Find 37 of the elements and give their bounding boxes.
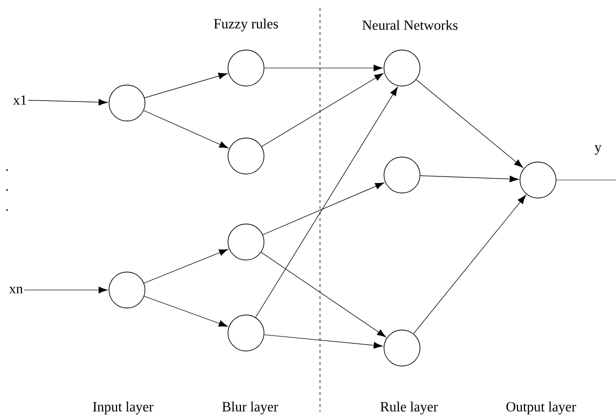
group-heading: Neural Networks — [362, 20, 458, 30]
input-label: x1 — [13, 95, 26, 105]
arrow — [28, 98, 108, 106]
arrow — [261, 73, 384, 147]
neuron-circle — [384, 156, 420, 194]
arrow — [144, 249, 228, 284]
arrow — [144, 296, 228, 327]
arrow — [416, 79, 524, 168]
layer-label: Blur layer — [222, 402, 278, 414]
arrow — [143, 110, 228, 148]
input-label: xn — [9, 286, 23, 294]
layer-label: Rule layer — [380, 402, 438, 414]
layer-label: Output layer — [506, 402, 576, 414]
neuron-circle — [228, 314, 264, 352]
neuron-circle — [520, 162, 556, 198]
arrow — [264, 64, 383, 72]
neuron-circle — [384, 330, 420, 366]
arrow — [144, 72, 228, 98]
neuron-circle — [228, 224, 264, 260]
layer-label: Input layer — [93, 402, 154, 414]
arrow — [255, 86, 398, 318]
arrow — [262, 182, 384, 236]
neuron-circle — [108, 84, 146, 122]
arrow — [413, 194, 526, 334]
neuron-circle — [108, 272, 146, 308]
group-heading: Fuzzy rules — [214, 18, 278, 32]
arrow — [264, 334, 383, 349]
neuron-circle — [228, 138, 264, 174]
output-label: y — [594, 145, 602, 155]
neuron-circle — [384, 50, 420, 86]
ellipsis-dot: . — [6, 189, 8, 191]
arrow — [260, 252, 386, 338]
ellipsis-dot: . — [6, 209, 8, 211]
arrow — [420, 175, 519, 182]
ellipsis-dot: . — [6, 169, 8, 171]
neuron-circle — [228, 50, 264, 86]
arrow — [24, 286, 108, 294]
